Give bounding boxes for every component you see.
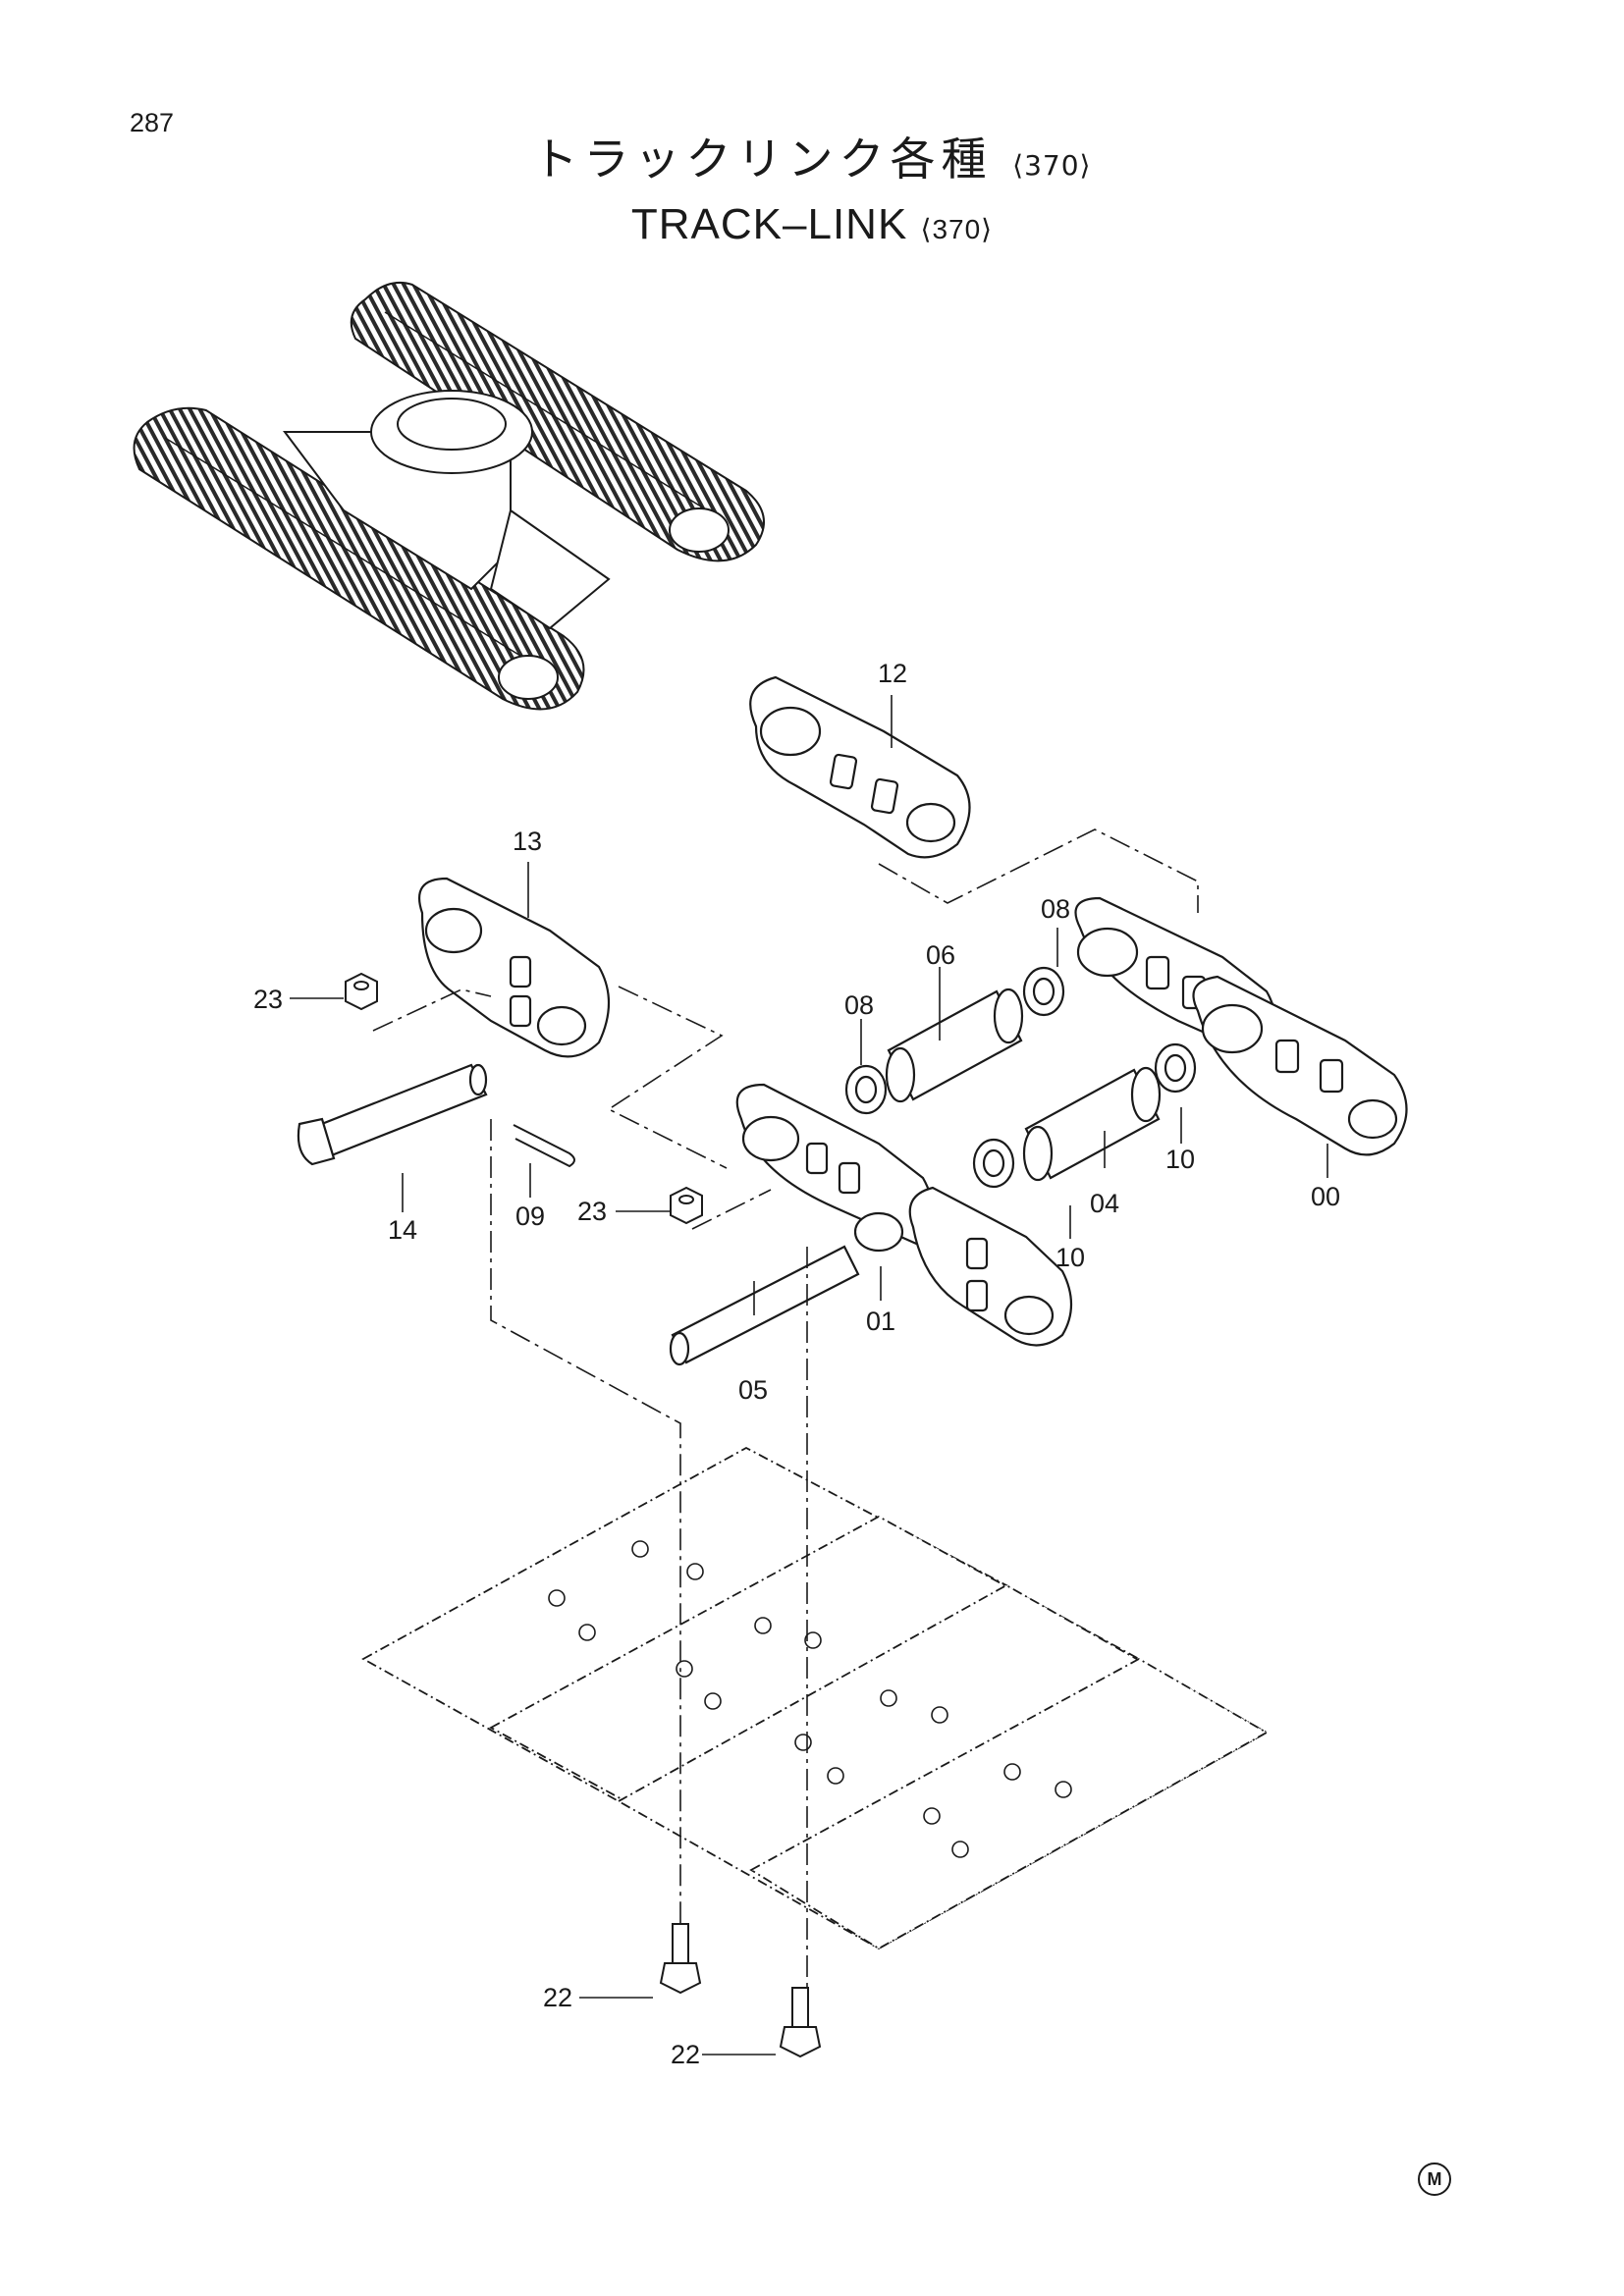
callout-labels: 12 13 23 06 08 08 14 09 23 10 04 10 00 0… bbox=[253, 659, 1340, 2069]
callout-04: 04 bbox=[1090, 1189, 1119, 1218]
callout-23-upper: 23 bbox=[253, 985, 283, 1014]
undercarriage-overview bbox=[133, 281, 765, 711]
shoe-bolts-22 bbox=[659, 1923, 822, 2058]
nuts-23 bbox=[345, 972, 703, 1225]
callout-00: 00 bbox=[1311, 1182, 1340, 1211]
callout-10-lower: 10 bbox=[1056, 1243, 1085, 1272]
callout-09: 09 bbox=[515, 1201, 545, 1231]
pin-14 bbox=[297, 1063, 488, 1166]
assembly-centre-lines bbox=[372, 828, 1199, 1988]
callout-22-lower: 22 bbox=[671, 2040, 700, 2069]
callout-13: 13 bbox=[513, 827, 542, 856]
callout-22-upper: 22 bbox=[543, 1983, 572, 2012]
callout-12: 12 bbox=[878, 659, 907, 688]
seals bbox=[844, 966, 1197, 1189]
page-number: 287 bbox=[130, 108, 175, 137]
master-link-13 bbox=[417, 877, 611, 1058]
title-english: TRACK–LINK ⟨370⟩ bbox=[0, 195, 1624, 259]
title-jp-code: ⟨370⟩ bbox=[1012, 149, 1092, 182]
callout-10-right: 10 bbox=[1165, 1145, 1195, 1174]
cotter-pin-09 bbox=[513, 1124, 575, 1168]
title-jp-text: トラックリンク各種 bbox=[532, 133, 993, 186]
pin-05 bbox=[669, 1245, 860, 1366]
master-link-12 bbox=[749, 675, 971, 859]
callout-08-lower: 08 bbox=[844, 990, 874, 1020]
page-title: トラックリンク各種 ⟨370⟩ TRACK–LINK ⟨370⟩ bbox=[0, 130, 1624, 259]
callout-23-lower: 23 bbox=[577, 1197, 607, 1226]
bushing-04 bbox=[1022, 1066, 1162, 1182]
track-link-assembly-01 bbox=[735, 1083, 1072, 1347]
callout-08-upper: 08 bbox=[1041, 894, 1070, 924]
callout-06: 06 bbox=[926, 940, 955, 970]
title-japanese: トラックリンク各種 ⟨370⟩ bbox=[0, 130, 1624, 195]
callout-14: 14 bbox=[388, 1215, 417, 1245]
callout-05: 05 bbox=[738, 1375, 768, 1405]
track-shoes bbox=[361, 1446, 1269, 1950]
track-link-assembly-00 bbox=[1074, 896, 1408, 1156]
title-en-code: ⟨370⟩ bbox=[920, 214, 994, 244]
manufacturer-mark: M bbox=[1418, 2163, 1451, 2196]
bushing-06 bbox=[885, 988, 1024, 1103]
leader-lines bbox=[290, 695, 1328, 2056]
callout-01: 01 bbox=[866, 1307, 895, 1336]
title-en-text: TRACK–LINK bbox=[630, 200, 908, 248]
